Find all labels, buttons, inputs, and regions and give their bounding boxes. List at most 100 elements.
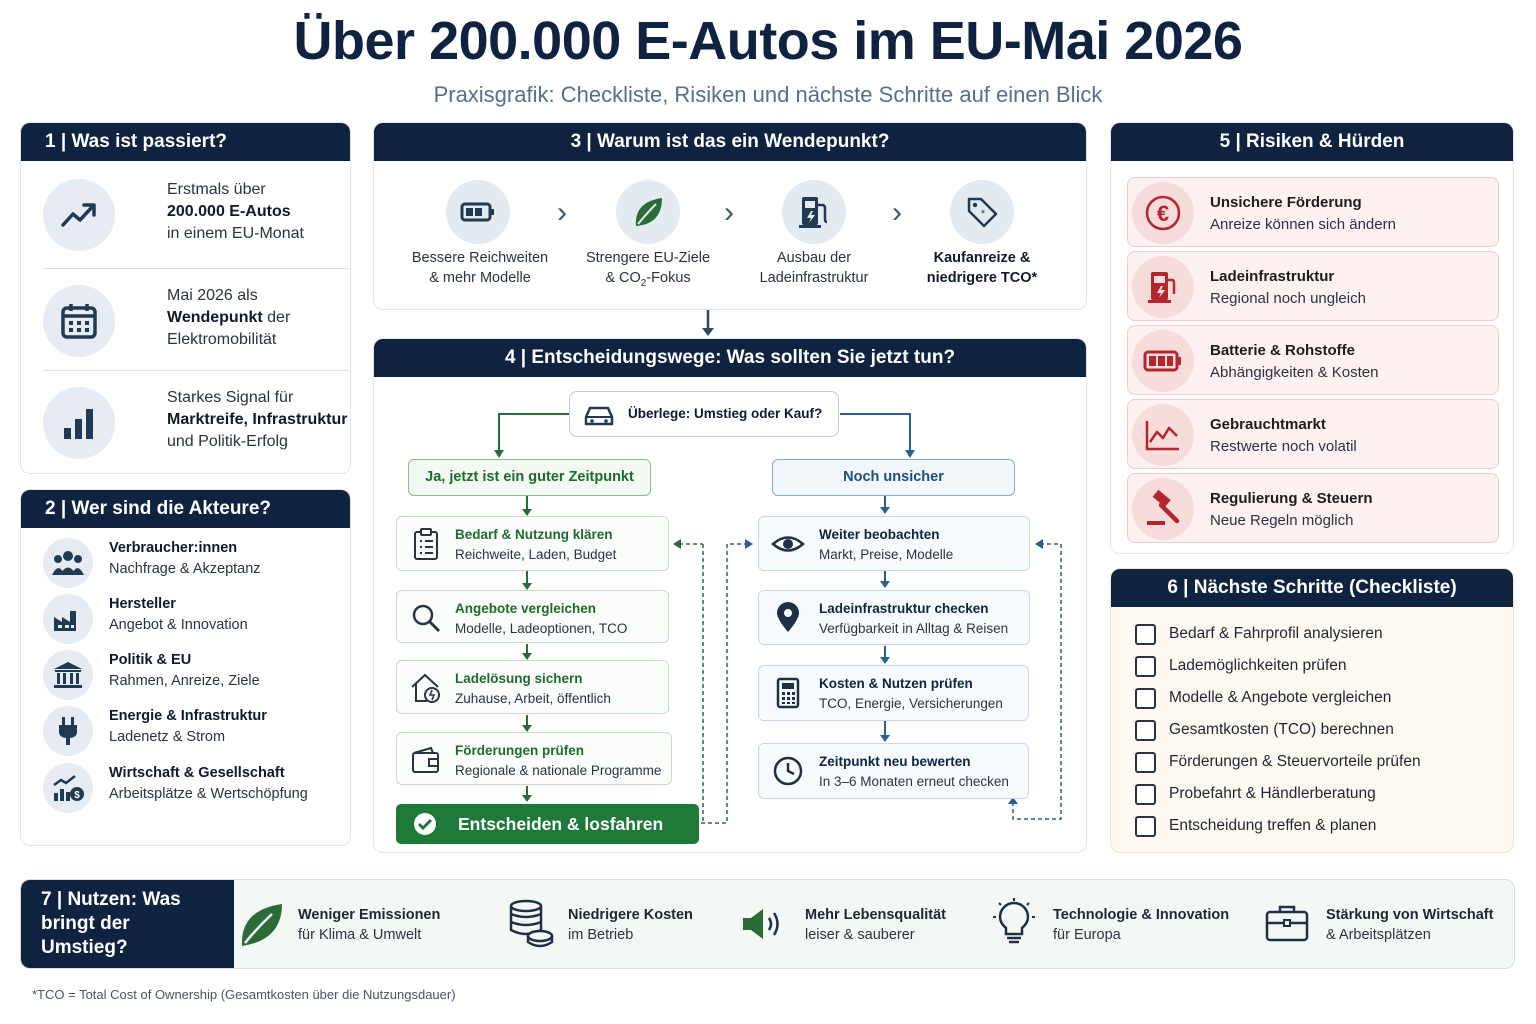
- line-chart-icon: [1132, 404, 1194, 466]
- fact-text: der: [262, 309, 291, 326]
- checklist-item[interactable]: Modelle & Angebote vergleichen: [1135, 686, 1475, 710]
- decide-and-go-button[interactable]: Entscheiden & losfahren: [396, 804, 699, 844]
- economy-icon: $: [43, 763, 93, 813]
- chevron-right-icon: ›: [892, 196, 902, 229]
- charging-station-icon: [782, 180, 846, 244]
- actor-title: Hersteller: [109, 596, 176, 612]
- svg-text:$: $: [74, 790, 80, 801]
- risk-sub: Neue Regeln möglich: [1210, 512, 1354, 529]
- checklist-label: Lademöglichkeiten prüfen: [1169, 657, 1347, 674]
- svg-text:€: €: [1157, 201, 1169, 226]
- fact-highlight: Marktreife, Infrastruktur: [167, 411, 348, 428]
- checklist-label: Probefahrt & Händlerberatung: [1169, 785, 1376, 802]
- step-title: Ladeinfrastruktur checken: [819, 601, 989, 616]
- section-2-header: 2 | Wer sind die Akteure?: [21, 490, 350, 528]
- checkbox[interactable]: [1135, 624, 1156, 645]
- step-title: Zeitpunkt neu bewerten: [819, 754, 971, 769]
- checkbox[interactable]: [1135, 816, 1156, 837]
- step-sub: In 3–6 Monaten erneut checken: [819, 774, 1009, 789]
- actor-title: Politik & EU: [109, 652, 192, 668]
- yes-step: Bedarf & Nutzung klären Reichweite, Lade…: [396, 516, 669, 571]
- checklist-label: Gesamtkosten (TCO) berechnen: [1169, 721, 1394, 738]
- risk-title: Gebrauchtmarkt: [1210, 416, 1326, 433]
- step-sub: Modelle, Ladeoptionen, TCO: [455, 621, 628, 636]
- benefit-title: Mehr Lebensqualität: [805, 907, 946, 923]
- unsure-step: Zeitpunkt neu bewerten In 3–6 Monaten er…: [758, 743, 1029, 799]
- coins-icon: [509, 899, 554, 948]
- price-tag-icon: *: [950, 180, 1014, 244]
- fact-highlight: Wendepunkt: [167, 309, 263, 326]
- checklist-item[interactable]: Gesamtkosten (TCO) berechnen: [1135, 718, 1475, 742]
- risk-title: Ladeinfrastruktur: [1210, 268, 1335, 285]
- clock-icon: [773, 756, 803, 786]
- location-pin-icon: [777, 602, 799, 632]
- step-title: Förderungen prüfen: [455, 743, 584, 758]
- bar-chart-icon: [43, 387, 115, 459]
- checkbox[interactable]: [1135, 656, 1156, 677]
- benefit-item: Mehr Lebensqualität leiser & sauberer: [741, 880, 981, 968]
- step-sub: Zuhause, Arbeit, öffentlich: [455, 691, 611, 706]
- final-step-label: Entscheiden & losfahren: [458, 814, 664, 834]
- checklist-label: Modelle & Angebote vergleichen: [1169, 689, 1392, 706]
- checkbox[interactable]: [1135, 752, 1156, 773]
- actor-item: Politik & EU Rahmen, Anreize, Ziele: [43, 648, 343, 702]
- checklist-item[interactable]: Entscheidung treffen & planen: [1135, 814, 1475, 838]
- step-sub: Regionale & nationale Programme: [455, 763, 662, 778]
- fact-text: Elektromobilität: [167, 331, 277, 348]
- risk-sub: Restwerte noch volatil: [1210, 438, 1357, 455]
- fact-text: und Politik-Erfolg: [167, 433, 288, 450]
- benefit-item: Technologie & Innovation für Europa: [991, 880, 1251, 968]
- section-5-header: 5 | Risiken & Hürden: [1111, 123, 1513, 161]
- actor-sub: Ladenetz & Strom: [109, 729, 226, 745]
- svg-text:*: *: [981, 208, 986, 220]
- risk-title: Unsichere Förderung: [1210, 194, 1362, 211]
- risk-title: Batterie & Rohstoffe: [1210, 342, 1356, 359]
- checklist-item[interactable]: Bedarf & Fahrprofil analysieren: [1135, 622, 1475, 646]
- risk-title: Regulierung & Steuern: [1210, 490, 1373, 507]
- eye-icon: [771, 536, 805, 552]
- yes-step: Ladelösung sichern Zuhause, Arbeit, öffe…: [396, 660, 669, 714]
- lightbulb-icon: [993, 898, 1035, 944]
- actor-title: Wirtschaft & Gesellschaft: [109, 765, 285, 781]
- checklist-item[interactable]: Förderungen & Steuervorteile prüfen: [1135, 750, 1475, 774]
- risk-item: Batterie & Rohstoffe Abhängigkeiten & Ko…: [1127, 325, 1499, 395]
- checkbox[interactable]: [1135, 720, 1156, 741]
- fact-text: Mai 2026 als: [167, 287, 258, 304]
- risk-item: € Unsichere Förderung Anreize können sic…: [1127, 177, 1499, 247]
- section-4-header: 4 | Entscheidungswege: Was sollten Sie j…: [374, 339, 1086, 377]
- risk-item: Regulierung & Steuern Neue Regeln möglic…: [1127, 473, 1499, 543]
- checklist-label: Förderungen & Steuervorteile prüfen: [1169, 753, 1421, 770]
- home-charging-icon: [411, 673, 440, 703]
- fuel-pump-icon: [1132, 256, 1194, 318]
- checkbox[interactable]: [1135, 784, 1156, 805]
- driver-label: & mehr Modelle: [429, 270, 531, 286]
- risk-item: Ladeinfrastruktur Regional noch ungleich: [1127, 251, 1499, 321]
- benefit-item: Weniger Emissionen für Klima & Umwelt: [236, 880, 486, 968]
- car-icon: [584, 406, 614, 426]
- section-7-title: 7 | Nutzen: Was bringt der Umstieg?: [41, 889, 181, 958]
- checkbox[interactable]: [1135, 688, 1156, 709]
- checklist-item[interactable]: Lademöglichkeiten prüfen: [1135, 654, 1475, 678]
- section-7-header: [21, 880, 221, 968]
- chevron-right-icon: ›: [724, 196, 734, 229]
- section-1-header: 1 | Was ist passiert?: [21, 123, 350, 161]
- speaker-icon: [743, 909, 779, 939]
- section-benefits: 7 | Nutzen: Was bringt der Umstieg? Weni…: [20, 879, 1515, 969]
- footnote: *TCO = Total Cost of Ownership (Gesamtko…: [32, 987, 456, 1002]
- checklist-item[interactable]: Probefahrt & Händlerberatung: [1135, 782, 1475, 806]
- leaf-icon: [241, 904, 282, 946]
- calendar-icon: [43, 285, 115, 357]
- driver-label: & CO: [605, 270, 641, 286]
- gavel-icon: [1132, 478, 1194, 540]
- section-6-header: 6 | Nächste Schritte (Checkliste): [1111, 569, 1513, 607]
- driver-label: niedrigere TCO*: [926, 270, 1038, 286]
- briefcase-icon: [1265, 905, 1309, 942]
- actor-title: Verbraucher:innen: [109, 540, 238, 556]
- actor-sub: Angebot & Innovation: [109, 617, 248, 633]
- fact-text: Starkes Signal für: [167, 389, 294, 406]
- benefit-item: Niedrigere Kosten im Betrieb: [506, 880, 736, 968]
- connector-arrow: [702, 310, 714, 336]
